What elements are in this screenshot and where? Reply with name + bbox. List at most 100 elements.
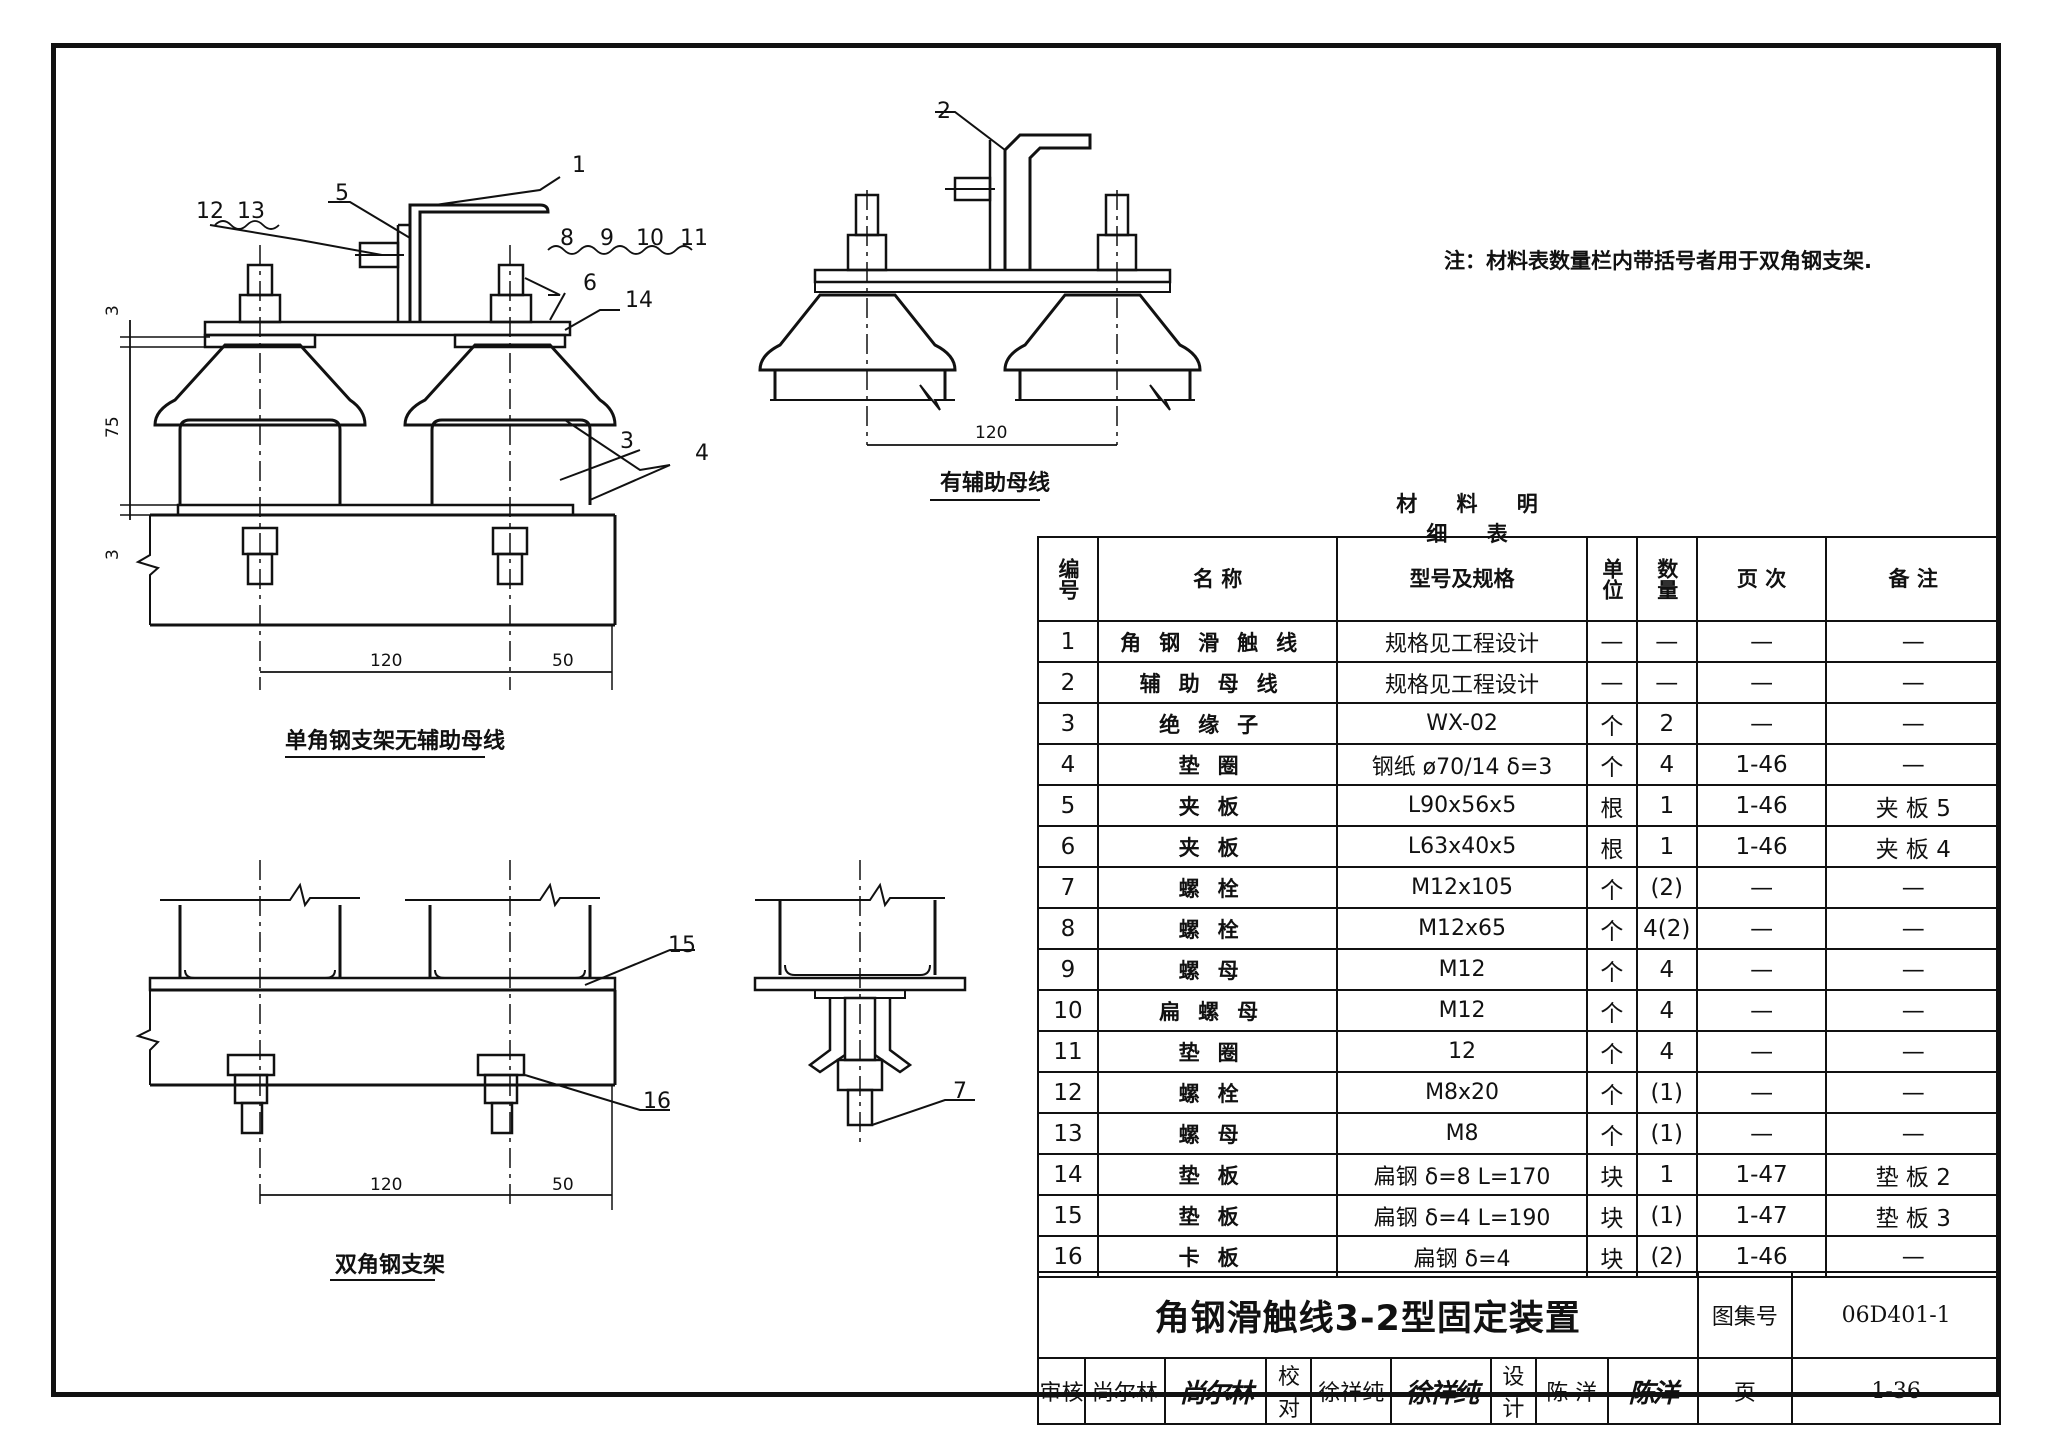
cell-spec: M12: [1336, 989, 1588, 1032]
cell-unit: 块: [1585, 1153, 1638, 1196]
dim-50-view3: 50: [552, 1175, 574, 1195]
cell-page: 1-47: [1695, 1153, 1828, 1196]
cell-page: —: [1695, 620, 1828, 663]
cell-spec: 钢纸 ø70/14 δ=3: [1336, 743, 1588, 786]
cell-remark: 夹 板 5: [1825, 784, 2001, 827]
cell-qty: 1: [1635, 1153, 1698, 1196]
callout-8: 8: [560, 226, 574, 251]
cell-name: 垫板: [1096, 1194, 1339, 1237]
cell-spec: M8x20: [1336, 1071, 1588, 1114]
cell-remark: 夹 板 4: [1825, 825, 2001, 868]
cell-page: 1-46: [1695, 784, 1828, 827]
cell-unit: 个: [1585, 948, 1638, 991]
cell-qty: —: [1635, 620, 1698, 663]
header-no: 编号: [1037, 536, 1099, 622]
cell-qty: —: [1635, 661, 1698, 704]
cell-remark: —: [1825, 1071, 2001, 1114]
cell-no: 11: [1037, 1030, 1099, 1073]
cell-page: —: [1695, 989, 1828, 1032]
cell-spec: M12: [1336, 948, 1588, 991]
cell-unit: 个: [1585, 743, 1638, 786]
cell-unit: —: [1585, 620, 1638, 663]
cell-remark: —: [1825, 907, 2001, 950]
header-unit: 单位: [1585, 536, 1638, 622]
dim-3-top: 3: [103, 305, 123, 316]
cell-spec: M12x65: [1336, 907, 1588, 950]
reviewer-signature: 尚尔林: [1163, 1357, 1268, 1425]
cell-name: 螺栓: [1096, 866, 1339, 909]
cell-qty: (2): [1635, 1235, 1698, 1278]
cell-no: 10: [1037, 989, 1099, 1032]
page-number: 1-36: [1791, 1357, 2001, 1425]
cell-spec: L90x56x5: [1336, 784, 1588, 827]
cell-page: —: [1695, 907, 1828, 950]
cell-no: 7: [1037, 866, 1099, 909]
cell-qty: 1: [1635, 825, 1698, 868]
cell-spec: L63x40x5: [1336, 825, 1588, 868]
cell-remark: —: [1825, 1112, 2001, 1155]
cell-name: 垫圈: [1096, 1030, 1339, 1073]
cell-remark: —: [1825, 866, 2001, 909]
cell-page: 1-46: [1695, 743, 1828, 786]
view2-aux-bus: [758, 111, 1202, 501]
dim-50-view1: 50: [552, 651, 574, 671]
cell-page: —: [1695, 1071, 1828, 1114]
cell-no: 16: [1037, 1235, 1099, 1278]
checker-signature: 徐祥纯: [1390, 1357, 1492, 1425]
callout-4: 4: [695, 441, 709, 466]
cell-spec: 规格见工程设计: [1336, 661, 1588, 704]
cell-remark: —: [1825, 1030, 2001, 1073]
cell-page: 1-47: [1695, 1194, 1828, 1237]
cell-spec: 12: [1336, 1030, 1588, 1073]
cell-unit: 个: [1585, 1030, 1638, 1073]
cell-no: 4: [1037, 743, 1099, 786]
callout-7: 7: [953, 1079, 967, 1104]
caption-view1: 单角钢支架无辅助母线: [285, 728, 505, 754]
cell-name: 扁螺母: [1096, 989, 1339, 1032]
callout-11: 11: [680, 226, 708, 251]
cell-qty: 1: [1635, 784, 1698, 827]
cell-page: —: [1695, 1112, 1828, 1155]
cell-qty: 4: [1635, 948, 1698, 991]
cell-remark: —: [1825, 989, 2001, 1032]
checker-name: 徐祥纯: [1310, 1357, 1393, 1425]
cell-no: 14: [1037, 1153, 1099, 1196]
cell-page: —: [1695, 1030, 1828, 1073]
design-label: 设计: [1489, 1357, 1537, 1425]
cell-remark: —: [1825, 661, 2001, 704]
callout-14: 14: [625, 288, 653, 313]
atlas-number: 06D401-1: [1791, 1271, 2001, 1359]
cell-spec: M8: [1336, 1112, 1588, 1155]
cell-qty: 4: [1635, 1030, 1698, 1073]
cell-unit: 个: [1585, 702, 1638, 745]
cell-name: 辅助母线: [1096, 661, 1339, 704]
cell-unit: —: [1585, 661, 1638, 704]
cell-name: 螺母: [1096, 948, 1339, 991]
dim-75: 75: [103, 416, 123, 438]
cell-no: 3: [1037, 702, 1099, 745]
cell-unit: 个: [1585, 866, 1638, 909]
dim-120-view2: 120: [975, 423, 1007, 443]
cell-name: 螺栓: [1096, 1071, 1339, 1114]
header-page: 页 次: [1695, 536, 1828, 622]
cell-no: 5: [1037, 784, 1099, 827]
cell-unit: 根: [1585, 825, 1638, 868]
cell-name: 垫板: [1096, 1153, 1339, 1196]
header-spec: 型号及规格: [1336, 536, 1588, 622]
cell-qty: (1): [1635, 1071, 1698, 1114]
cell-name: 垫圈: [1096, 743, 1339, 786]
cell-unit: 个: [1585, 1071, 1638, 1114]
